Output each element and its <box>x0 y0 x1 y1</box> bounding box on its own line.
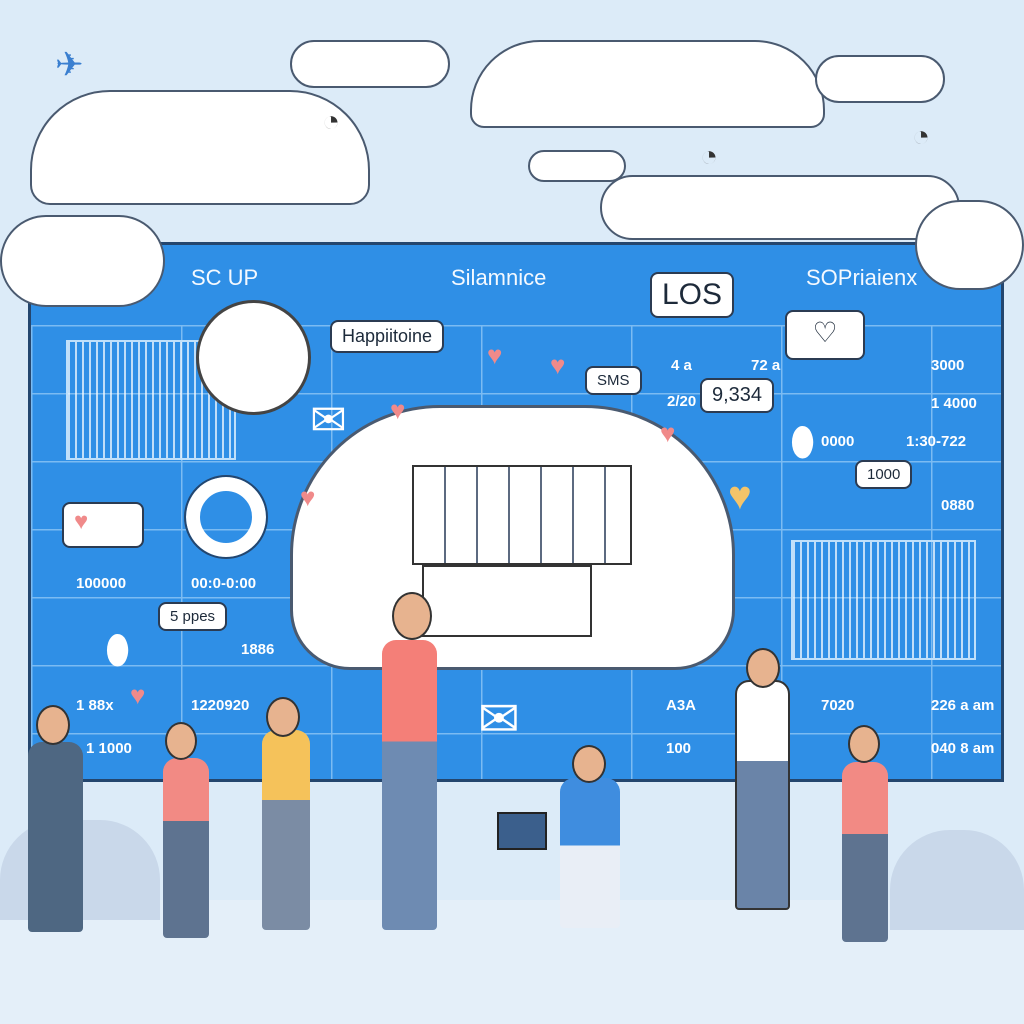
speech-bubble-los: LOS <box>650 272 735 318</box>
person-head <box>746 648 780 688</box>
stat-value: A3A <box>666 697 697 714</box>
speech-bubble-happiness: Happiitoine <box>330 320 445 353</box>
heart-icon: ♥ <box>74 508 89 535</box>
person <box>28 742 83 932</box>
cloud <box>30 90 370 205</box>
speech-bubble-pages: 5 ppes <box>158 602 228 631</box>
person <box>560 778 620 928</box>
count-box: 9,334 <box>700 378 775 413</box>
stat-value: 1:30-722 <box>906 433 967 450</box>
heart-icon: ♥ <box>660 418 676 448</box>
donut-chart-icon <box>184 475 268 559</box>
board-header: SOPriaienx <box>806 265 918 290</box>
person-head <box>36 705 70 745</box>
stat-value: 100 <box>666 740 692 757</box>
stat-value: 72 a <box>751 357 781 374</box>
person <box>735 680 790 910</box>
stat-value: 1 4000 <box>931 395 977 412</box>
envelope-icon <box>422 565 592 637</box>
stat-value: 226 a am <box>931 697 995 714</box>
stat-value: 2/20 <box>667 393 697 410</box>
document-stack <box>412 465 632 565</box>
person <box>163 758 209 938</box>
clock-icon <box>196 300 311 415</box>
wifi-icon: ◔ <box>700 140 719 173</box>
person-head <box>165 722 197 760</box>
location-pin-icon: ⬮ <box>105 628 131 672</box>
laptop <box>497 812 547 850</box>
plants <box>890 830 1024 930</box>
person-head <box>392 592 432 640</box>
speech-bubble-sms: SMS <box>585 366 642 395</box>
cloud <box>815 55 945 103</box>
cloud <box>470 40 825 128</box>
stat-value: 0000 <box>821 433 855 450</box>
stat-value: 1 88x <box>76 697 114 714</box>
heart-bubble: ♡ <box>785 310 865 360</box>
value-box: 1000 <box>855 460 913 489</box>
heart-icon: ♥ <box>300 482 316 512</box>
cloud <box>290 40 450 88</box>
stat-value: 00:0-0:00 <box>191 575 257 592</box>
stat-value: 1886 <box>241 641 275 658</box>
heart-icon: ♥ <box>130 680 146 710</box>
stat-value: 4 a <box>671 357 692 374</box>
person <box>842 762 888 942</box>
heart-icon: ♥ <box>728 474 752 518</box>
cloud <box>915 200 1024 290</box>
stat-value: 100000 <box>76 575 127 592</box>
heart-bubble: ♥ <box>62 502 144 548</box>
person <box>262 730 310 930</box>
person-head <box>266 697 300 737</box>
bar-chart <box>791 540 976 660</box>
stat-value: 040 8 am <box>931 740 995 757</box>
person-head <box>848 725 880 763</box>
heart-icon: ♥ <box>550 350 566 380</box>
stat-value: 7020 <box>821 697 855 714</box>
person <box>382 640 437 930</box>
stat-value: 3000 <box>931 357 965 374</box>
wifi-icon: ◔ <box>322 105 341 138</box>
cloud <box>528 150 626 182</box>
board-header: SC UP <box>191 265 259 290</box>
envelope-icon: ✉ <box>310 396 347 445</box>
airplane-icon: ✈ <box>55 46 84 84</box>
heart-icon: ♥ <box>390 395 406 425</box>
stat-value: 1 1000 <box>86 740 132 757</box>
stat-value: 0880 <box>941 497 975 514</box>
board-header: Silamnice <box>451 265 547 290</box>
cloud <box>600 175 960 240</box>
stat-value: 1220920 <box>191 697 250 714</box>
person-head <box>572 745 606 783</box>
cloud <box>0 215 165 307</box>
heart-icon: ♡ <box>812 317 838 348</box>
envelope-icon: ✉ <box>478 691 520 747</box>
location-pin-icon: ⬮ <box>790 420 816 464</box>
wifi-icon: ◔ <box>912 120 931 153</box>
heart-icon: ♥ <box>487 340 503 370</box>
